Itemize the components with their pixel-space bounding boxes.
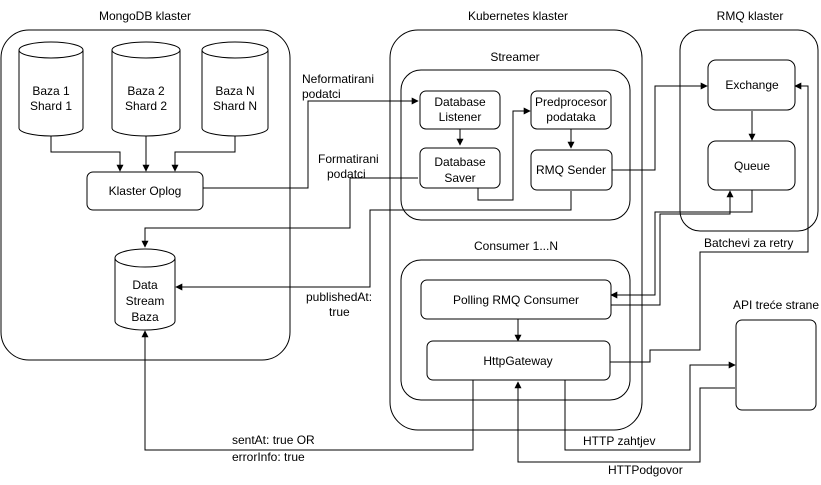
edge-db1-oplog [50,136,124,172]
node-preproc-line1: Predprocesor [535,95,607,109]
node-listener-line1: Database [434,95,486,109]
node-api: API treće strane [733,298,819,411]
node-gateway-label: HttpGateway [483,354,552,368]
node-database-listener: Database Listener [419,90,501,130]
node-db2-line1: Baza 2 [127,84,165,98]
label-neformatirani-line2: podatci [302,87,341,101]
node-queue-label: Queue [734,159,770,173]
node-queue: Queue [707,140,796,191]
edge-sender-dsb [175,191,572,291]
edges [50,82,809,463]
node-predprocesor: Predprocesor podataka [530,90,612,130]
node-db1: Baza 1 Shard 1 [18,41,84,137]
node-http-gateway: HttpGateway [426,340,611,381]
label-published-line2: true [329,305,350,319]
label-neformatirani-line1: Neformatirani [302,72,374,86]
edge-saver-dsb [141,177,418,248]
node-database-saver: Database Saver [419,147,501,189]
node-exchange-label: Exchange [725,78,779,92]
node-listener-line2: Listener [439,110,482,124]
node-db1-line1: Baza 1 [32,84,70,98]
edge-gateway-api [564,361,736,451]
node-polling-consumer: Polling RMQ Consumer [420,279,612,320]
streamer-container: Streamer [400,50,631,221]
node-saver-line2: Saver [444,171,475,185]
edge-saver-preproc [477,107,531,201]
edge-gateway-dsb [141,330,474,451]
kubernetes-cluster-title: Kubernetes klaster [468,9,568,23]
node-dbn: Baza N Shard N [201,41,269,137]
node-api-label: API treće strane [733,298,819,312]
rmq-cluster-title: RMQ klaster [717,9,784,23]
node-sender-label: RMQ Sender [536,163,606,177]
edge-polling-queue [611,190,734,306]
node-dbn-line2: Shard N [213,99,257,113]
node-oplog: Klaster Oplog [86,171,204,211]
edge-labels: Neformatirani podatci Formatirani podatc… [232,72,793,477]
node-exchange: Exchange [707,59,796,111]
node-db2-line2: Shard 2 [125,99,167,113]
label-sentat-line1: sentAt: true OR [232,433,315,447]
label-http-odgovor: HTTPodgovor [608,463,683,477]
label-published-line1: publishedAt: [306,290,372,304]
edge-api-gateway [514,381,735,463]
mongodb-cluster-title: MongoDB klaster [99,9,191,23]
edge-queue-polling [610,190,753,299]
node-rmq-sender: RMQ Sender [530,149,613,191]
consumer-title: Consumer 1...N [474,239,558,253]
node-polling-label: Polling RMQ Consumer [453,293,579,307]
edge-dbn-oplog [171,136,236,172]
node-oplog-label: Klaster Oplog [109,184,182,198]
label-sentat-line2: errorInfo: true [232,450,305,464]
streamer-title: Streamer [490,50,539,64]
node-db2: Baza 2 Shard 2 [111,41,181,137]
edge-sender-exchange [612,82,708,171]
label-batchevi: Batchevi za retry [704,236,793,250]
node-preproc-line2: podataka [546,110,596,124]
node-dbn-line1: Baza N [215,84,254,98]
label-http-zahtjev: HTTP zahtjev [583,434,655,448]
label-formatirani-line1: Formatirani [318,152,379,166]
rmq-cluster: RMQ klaster [679,9,819,232]
node-saver-line1: Database [434,155,486,169]
node-dsb-line3: Baza [131,310,159,324]
node-dsb-line2: Stream [126,294,165,308]
node-db1-line2: Shard 1 [30,99,72,113]
label-formatirani-line2: podatci [327,167,366,181]
node-data-stream-baza: Data Stream Baza [114,248,176,331]
node-dsb-line1: Data [132,278,158,292]
edge-gateway-exchange [610,82,809,363]
edge-oplog-listener [203,97,419,189]
